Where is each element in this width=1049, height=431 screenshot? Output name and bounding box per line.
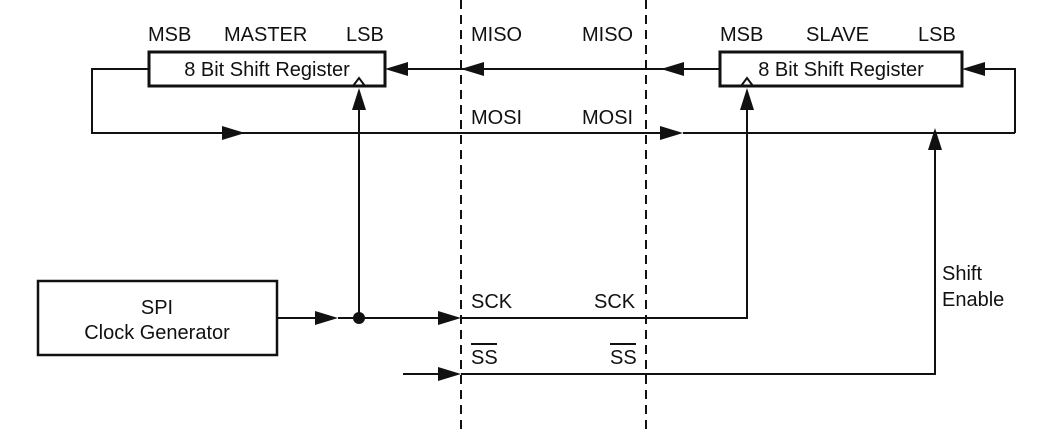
ss-arrow-slave <box>928 128 942 150</box>
mosi-label-left: MOSI <box>471 107 522 129</box>
ss-arrow-left <box>438 367 461 381</box>
spi-clock-generator <box>36 279 279 357</box>
slave-title: SLAVE <box>806 24 869 46</box>
mosi-label-right: MOSI <box>582 107 633 129</box>
miso-arrow-master <box>385 62 408 76</box>
ss-label-right: SS <box>610 347 637 369</box>
slave-loop-arrow <box>962 62 985 76</box>
slave-loop-wire <box>983 68 1016 133</box>
clock-generator-line1: SPI <box>141 297 173 319</box>
mosi-arrow-right <box>660 126 683 140</box>
mosi-arrow-left <box>222 126 245 140</box>
master-lsb-label: LSB <box>346 24 384 46</box>
master-title: MASTER <box>224 24 307 46</box>
miso-label-left: MISO <box>471 24 522 46</box>
slave-clock-input-marker <box>740 76 754 87</box>
sck-wire <box>461 108 748 319</box>
sck-arrow-slave <box>740 88 754 110</box>
miso-arrow-right <box>661 62 684 76</box>
master-clock-input-marker <box>352 76 366 87</box>
sck-label-left: SCK <box>471 291 513 313</box>
sck-arrow-left <box>438 311 461 325</box>
master-register-label: 8 Bit Shift Register <box>184 59 350 81</box>
clock-generator-line2: Clock Generator <box>84 322 230 344</box>
clock-arrow-master <box>352 88 366 110</box>
miso-arrow-left <box>461 62 484 76</box>
slave-lsb-label: LSB <box>918 24 956 46</box>
master-mosi-wire <box>91 68 660 134</box>
master-shift-register <box>147 50 387 88</box>
sck-label-right: SCK <box>594 291 636 313</box>
slave-msb-label: MSB <box>720 24 763 46</box>
miso-label-right: MISO <box>582 24 633 46</box>
slave-register-label: 8 Bit Shift Register <box>758 59 924 81</box>
ss-wire <box>461 150 936 375</box>
shift-enable-line2: Enable <box>942 289 1004 311</box>
master-msb-label: MSB <box>148 24 191 46</box>
clock-arrow-generator <box>315 311 338 325</box>
ss-label-left: SS <box>471 347 498 369</box>
slave-shift-register <box>718 50 964 88</box>
shift-enable-line1: Shift <box>942 263 982 285</box>
